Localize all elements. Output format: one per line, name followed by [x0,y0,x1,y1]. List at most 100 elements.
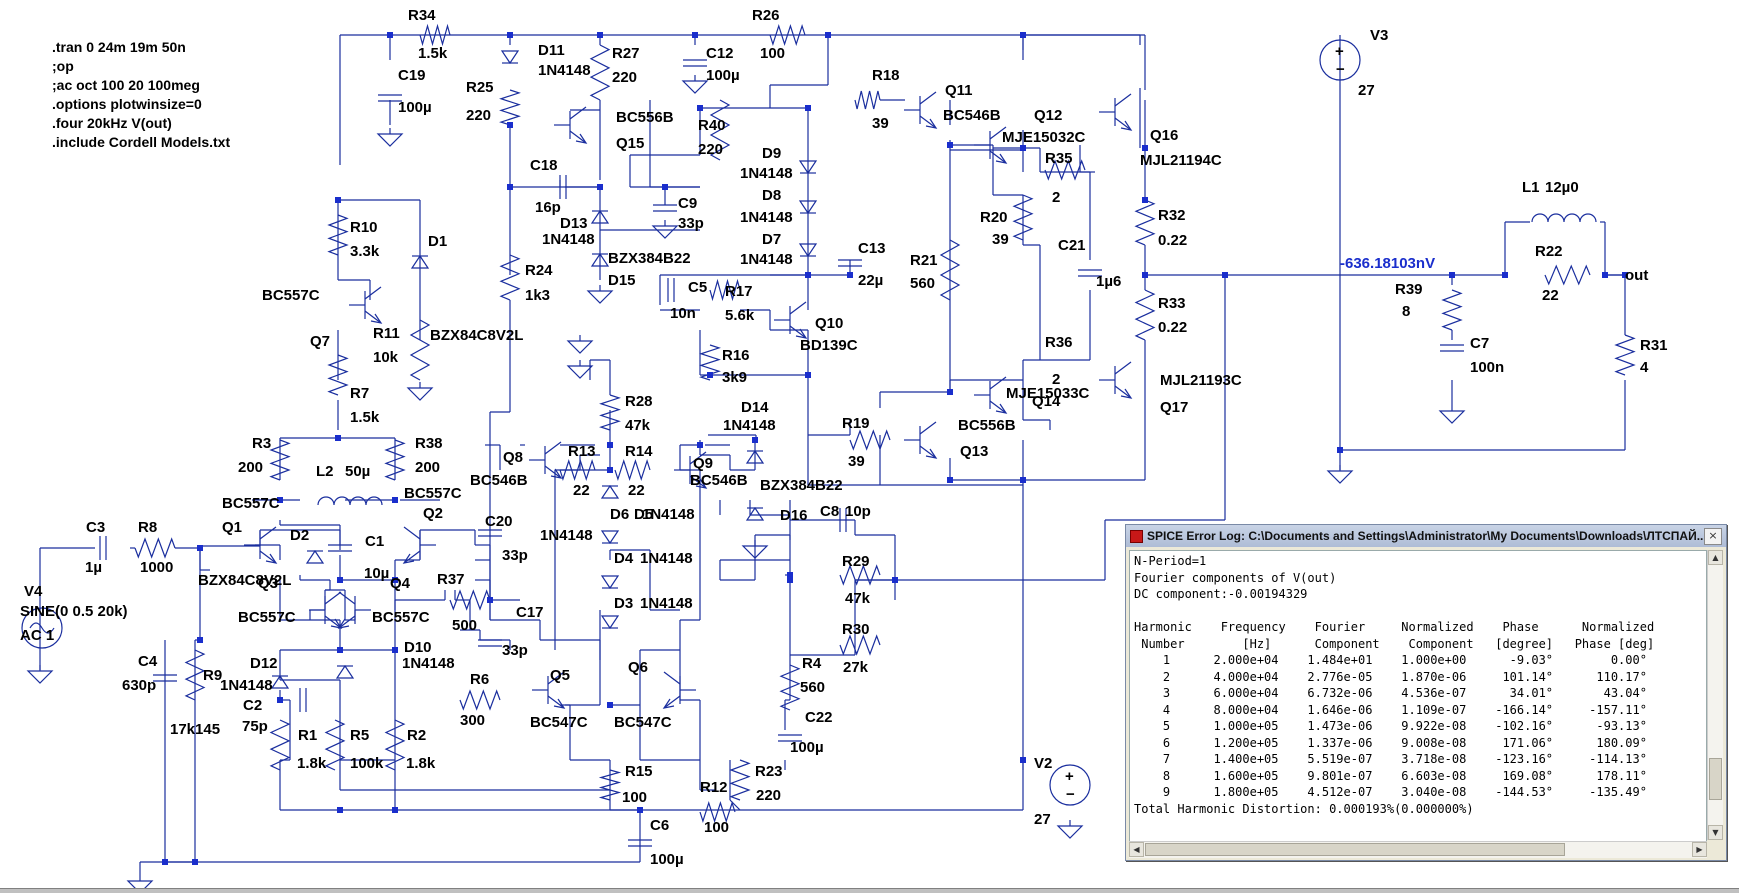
value-d15: BZX384B22 [608,250,691,267]
scroll-left-icon[interactable]: ◀ [1129,842,1144,857]
resistor-r26[interactable] [769,24,806,46]
resistor-r23[interactable] [729,759,751,801]
resistor-r4[interactable] [779,664,801,711]
resistor-r32[interactable] [1134,199,1156,246]
diode-d3[interactable] [600,575,620,590]
inductor-l2[interactable] [317,496,383,506]
resistor-r25[interactable] [499,89,521,126]
junction-dot [787,577,793,583]
resistor-r35[interactable] [1044,159,1086,181]
label-r24: R24 [525,262,553,279]
resistor-r34[interactable] [419,23,451,47]
diode-d9[interactable] [798,160,818,175]
diode-d6[interactable] [600,484,620,499]
spice-directive[interactable]: ;op [52,58,74,74]
resistor-r14[interactable] [614,459,651,481]
resistor-r31[interactable] [1614,334,1636,376]
resistor-r40[interactable] [709,99,731,161]
ground-icon [741,540,769,559]
spice-directive[interactable]: .include Cordell Models.txt [52,134,230,150]
vertical-scrollbar[interactable]: ▲ ▼ [1707,550,1723,840]
resistor-r5[interactable] [324,719,346,771]
net-label-out[interactable]: out [1625,267,1648,284]
diode-d7[interactable] [798,243,818,258]
resistor-r12[interactable] [699,801,736,823]
diode-d10[interactable] [335,664,355,679]
spice-directive[interactable]: .four 20kHz V(out) [52,115,172,131]
label-r40: R40 [698,117,726,134]
zener-d14[interactable] [745,449,765,464]
diode-d12[interactable] [270,674,290,689]
scroll-up-icon[interactable]: ▲ [1708,550,1723,565]
label-r25: R25 [466,79,494,96]
resistor-r18[interactable] [854,90,881,110]
value-d14: 1N4148 [723,417,776,434]
resistor-r13[interactable] [559,459,596,481]
resistor-r16[interactable] [699,344,721,381]
resistor-r30[interactable] [839,634,881,656]
zener-d1[interactable] [410,254,430,269]
resistor-r39[interactable] [1441,289,1463,331]
label-v4: V4 [24,583,43,600]
resistor-r37[interactable] [449,589,491,611]
ground-icon [566,335,594,354]
scroll-right-icon[interactable]: ▶ [1692,842,1707,857]
spice-directive[interactable]: ;ac oct 100 20 100meg [52,77,200,93]
resistor-r11[interactable] [409,319,431,381]
hscroll-thumb[interactable] [1145,843,1565,856]
resistor-r28[interactable] [599,394,621,431]
spice-error-log-window[interactable]: SPICE Error Log: C:\Documents and Settin… [1125,524,1727,861]
label-d13: D13 [560,215,588,232]
voltage-source-v3[interactable] [1319,39,1361,81]
resistor-r1[interactable] [269,719,291,771]
resistor-r3[interactable] [269,439,291,481]
junction-dot [1449,272,1455,278]
spice-directive[interactable]: .tran 0 24m 19m 50n [52,39,186,55]
log-line: 8 1.600e+05 9.801e-07 6.603e-08 169.08° … [1134,768,1647,783]
resistor-r38[interactable] [384,439,406,481]
resistor-r15[interactable] [598,769,622,801]
diode-d8[interactable] [798,200,818,215]
value-c18: 16p [535,199,561,216]
label-q16: Q16 [1150,127,1178,144]
resistor-r24[interactable] [499,254,521,301]
ground-icon [586,285,614,304]
label-r29: R29 [842,553,870,570]
resistor-r6[interactable] [459,689,501,711]
inductor-l1[interactable] [1531,213,1597,223]
value-q7: BC557C [262,287,320,304]
diode-d15[interactable] [590,252,610,267]
resistor-r7[interactable] [327,354,349,396]
diode-d5[interactable] [600,615,620,630]
value-r2: 1.8k [406,755,436,772]
value-d5: 1N4148 [642,506,695,523]
resistor-r10[interactable] [327,214,349,256]
resistor-r8[interactable] [134,537,176,559]
resistor-r20[interactable] [1012,194,1034,241]
window-title-bar[interactable]: SPICE Error Log: C:\Documents and Settin… [1126,525,1726,547]
resistor-r19[interactable] [849,429,891,451]
resistor-r21[interactable] [939,239,961,301]
diode-d11[interactable] [500,50,520,65]
diode-d13[interactable] [590,209,610,224]
resistor-r22[interactable] [1544,264,1591,286]
resistor-r17[interactable] [709,278,741,302]
diode-d4[interactable] [600,530,620,545]
zener-d16[interactable] [745,506,765,521]
voltage-source-v4[interactable] [21,607,63,649]
voltage-source-v2[interactable] [1049,764,1091,806]
scroll-down-icon[interactable]: ▼ [1708,825,1723,840]
scroll-thumb[interactable] [1709,758,1722,800]
close-button[interactable]: × [1704,528,1722,545]
label-d9: D9 [762,145,781,162]
resistor-r33[interactable] [1134,289,1156,341]
resistor-r9[interactable] [184,649,206,701]
zener-d2[interactable] [305,549,325,564]
resistor-r29[interactable] [839,564,881,586]
resistor-r27[interactable] [589,44,611,101]
resistor-r2[interactable] [384,719,406,771]
horizontal-scrollbar[interactable]: ◀ ▶ [1129,841,1707,858]
spice-directive[interactable]: .options plotwinsize=0 [52,96,202,112]
